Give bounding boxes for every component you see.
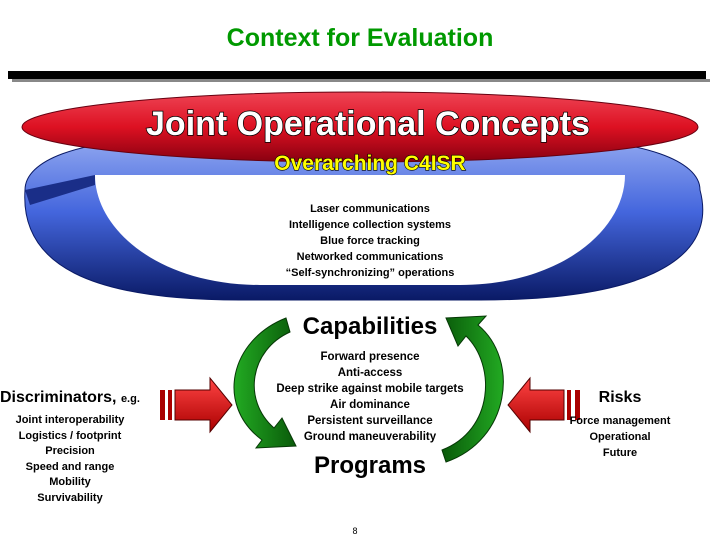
joc-banner [21,91,699,163]
header-rule [8,71,706,79]
capabilities-title: Capabilities [302,313,438,340]
list-item: Persistent surveillance [307,415,433,427]
list-item: Force management [569,415,671,427]
discriminators-arrow [160,376,233,434]
list-item: Precision [45,445,95,458]
c4isr-arc-inner [95,175,625,285]
page-title: Context for Evaluation [226,24,494,52]
list-item: Mobility [49,476,91,489]
discriminators-title: Discriminators, [0,389,117,406]
list-item: Speed and range [25,460,115,473]
cycle-arrow-right [441,315,504,463]
list-item: Air dominance [330,399,410,411]
risks-arrow [507,376,580,434]
list-item: “Self-synchronizing” operations [285,267,455,279]
programs-title: Programs [313,452,427,479]
risks-title: Risks [598,389,642,406]
page-number: 8 [352,526,358,536]
list-item: Operational [589,431,651,443]
discriminators-heading: Discriminators, e.g. [0,389,140,407]
capabilities-list: Forward presence Anti-access Deep strike… [240,349,500,445]
list-item: Survivability [37,491,103,504]
c4isr-list: Laser communications Intelligence collec… [230,201,510,281]
cycle-arrow-left [233,317,297,449]
discriminators-qualifier: e.g. [120,393,140,405]
list-item: Laser communications [310,203,430,215]
list-item: Anti-access [337,367,403,379]
list-item: Logistics / footprint [18,429,122,442]
list-item: Forward presence [320,351,420,363]
discriminators-list: Joint interoperability Logistics / footp… [0,413,140,507]
risks-list: Force management Operational Future [550,413,690,461]
banner-title: Joint Operational Concepts [146,105,590,143]
banner-subtitle: Overarching C4ISR [274,152,465,175]
list-item: Intelligence collection systems [288,219,451,231]
list-item: Ground maneuverability [303,431,437,443]
list-item: Deep strike against mobile targets [276,383,464,395]
list-item: Blue force tracking [320,235,420,247]
list-item: Joint interoperability [15,414,125,426]
list-item: Networked communications [296,251,444,263]
list-item: Future [602,447,638,459]
header-rule-shadow [12,79,710,82]
arc-left-end [25,175,95,205]
